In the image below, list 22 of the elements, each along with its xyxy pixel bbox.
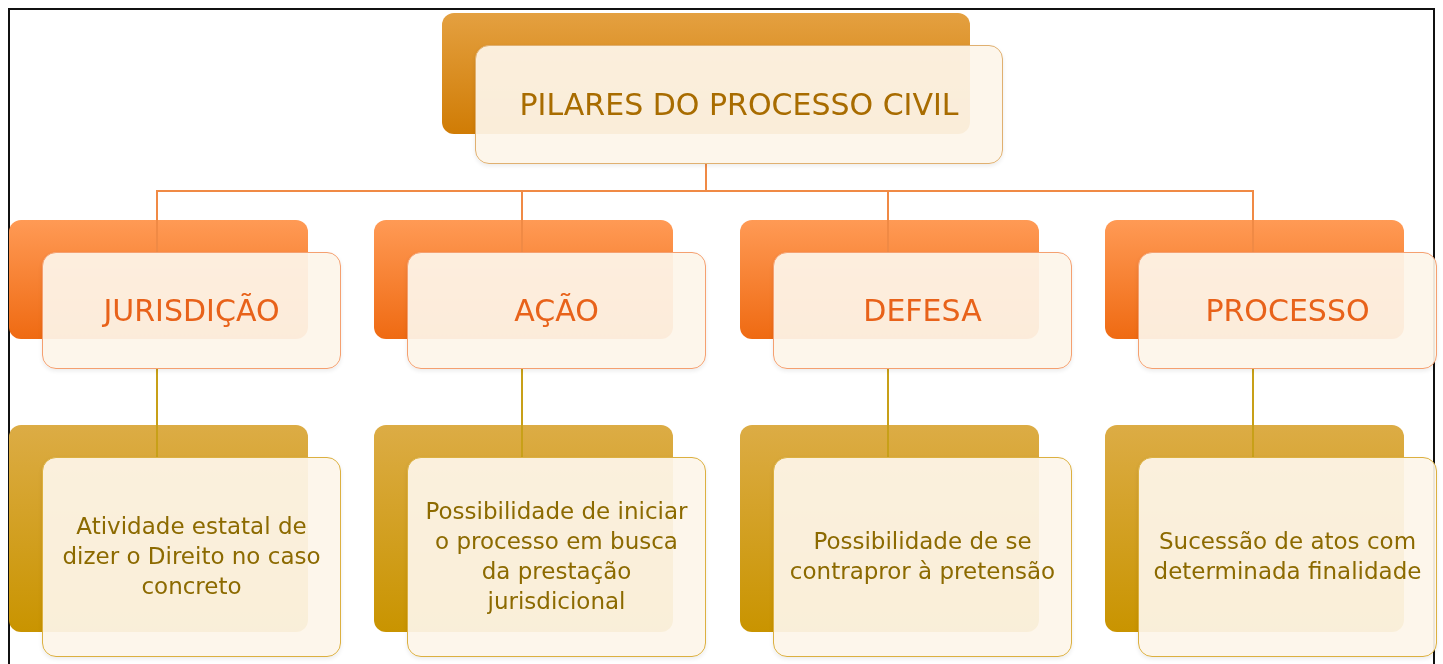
description-text: Sucessão de atos com determinada finalidade bbox=[1153, 527, 1422, 586]
connector-line bbox=[156, 368, 158, 458]
title-text: PILARES DO PROCESSO CIVIL bbox=[519, 86, 959, 124]
category-box bbox=[773, 252, 1072, 369]
description-text: Possibilidade de iniciar o processo em busca da prestação jurisdicional bbox=[424, 497, 689, 616]
description-box bbox=[773, 457, 1072, 657]
category-label: PROCESSO bbox=[1205, 292, 1370, 330]
category-label: DEFESA bbox=[863, 292, 982, 330]
description-text: Atividade estatal de dizer o Direito no caso concreto bbox=[61, 512, 322, 601]
connector-line bbox=[1252, 368, 1254, 458]
description-box bbox=[1138, 457, 1437, 657]
connector-line bbox=[887, 368, 889, 458]
description-box bbox=[407, 457, 706, 657]
category-box bbox=[407, 252, 706, 369]
description-box bbox=[42, 457, 341, 657]
connector-line bbox=[521, 368, 523, 458]
category-box bbox=[1138, 252, 1437, 369]
category-label: JURISDIÇÃO bbox=[103, 292, 280, 330]
description-text: Possibilidade de se contrapror à pretensão bbox=[788, 527, 1057, 586]
category-box bbox=[42, 252, 341, 369]
title-box bbox=[475, 45, 1003, 164]
category-label: AÇÃO bbox=[514, 292, 599, 330]
